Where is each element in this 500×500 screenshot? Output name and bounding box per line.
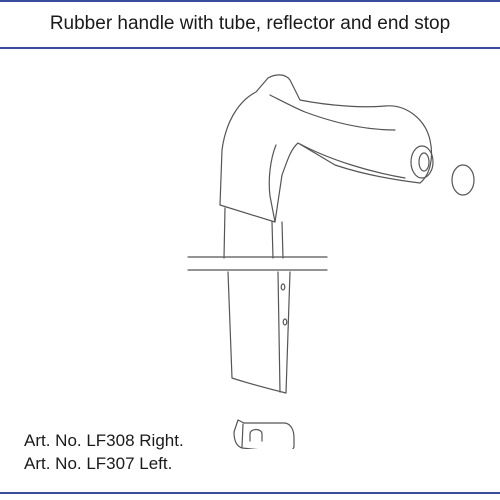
tube-seam (277, 271, 281, 393)
top-rule (0, 0, 500, 2)
handle-front-edge (268, 144, 277, 223)
end-stop-edge (241, 423, 244, 448)
tube-hole-upper (280, 283, 286, 291)
tube-hole-lower (282, 318, 288, 326)
tube-lower (227, 271, 291, 394)
article-number-left: Art. No. LF307 Left. (24, 454, 173, 473)
handle-ridge-line (269, 94, 396, 131)
end-stop (233, 419, 295, 449)
figure-title: Rubber handle with tube, reflector and e… (49, 13, 451, 34)
handle-bottom-edge (299, 143, 406, 179)
handle-drawing (187, 74, 475, 449)
tube-opening-inner (418, 152, 430, 172)
tube-opening (410, 145, 434, 179)
reflector (451, 164, 475, 196)
article-number-right: Art. No. LF308 Right. (24, 431, 184, 450)
rubber-handle (219, 74, 433, 223)
end-stop-slot (249, 428, 263, 442)
bottom-rule (0, 492, 500, 494)
tube-upper (223, 207, 284, 259)
title-rule (0, 47, 500, 49)
